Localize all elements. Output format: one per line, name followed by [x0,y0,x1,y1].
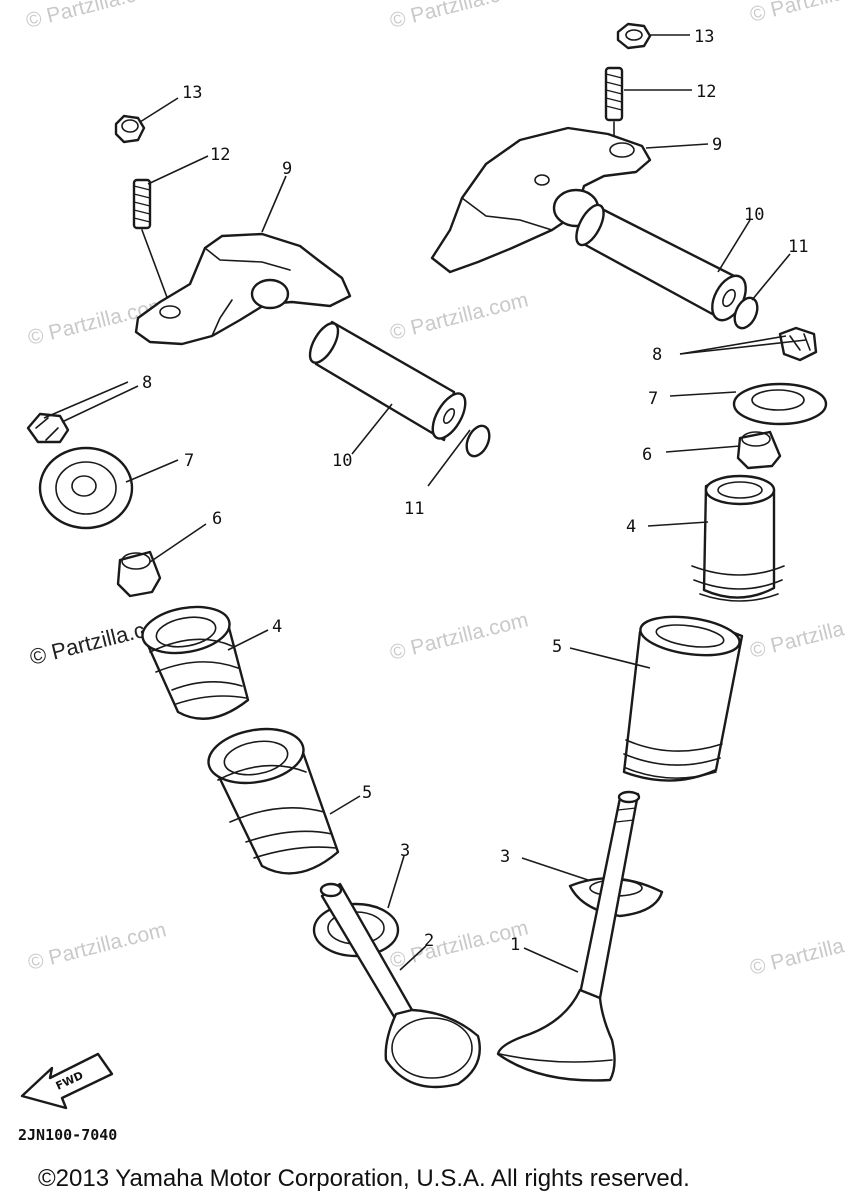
watermark-text: © Partzilla.com [24,0,167,33]
part-number-7: 7 [184,451,194,471]
watermark-text: © Partzilla.com [26,918,169,975]
inner-spring-right [691,474,785,602]
part-number-11: 11 [404,499,424,519]
watermark-text: © Partzilla.com [748,0,845,27]
stud-left [132,178,169,301]
part-number-10: 10 [332,451,352,471]
part-number-1: 1 [510,935,520,955]
shaft-right [575,203,747,322]
part-number-10: 10 [744,205,764,225]
valve-stem-seal-right [736,430,782,470]
part-number-5: 5 [362,783,372,803]
valve-cotter-right [778,326,818,362]
part-number-12: 12 [210,145,230,165]
valve-right [496,790,641,1082]
part-number-13: 13 [182,83,202,103]
leader-lines [43,34,807,973]
valve-stem-seal-left [116,550,162,598]
watermark-text: © Partzilla.com [388,288,531,345]
part-number-8: 8 [142,373,152,393]
forward-arrow-icon: FWD [20,1052,114,1110]
part-number-6: 6 [212,509,222,529]
watermark-text: © Partzilla.com [388,608,531,665]
rocker-arm-left [134,232,352,346]
o-ring-left [465,424,491,458]
part-number-8: 8 [652,345,662,365]
nut-left [114,114,146,144]
part-number-9: 9 [712,135,722,155]
watermark-text: © Partzilla.com [748,606,845,663]
part-number-5: 5 [552,637,562,657]
diagram-part-code: 2JN100-7040 [18,1126,117,1144]
part-number-9: 9 [282,159,292,179]
inner-spring-left [140,605,250,720]
part-number-13: 13 [694,27,714,47]
part-number-4: 4 [272,617,282,637]
watermark-text: © Partzilla.com [748,923,845,980]
part-number-12: 12 [696,82,716,102]
nut-right [616,22,652,50]
shaft-left [308,320,467,442]
valve-cotter-left [26,412,70,444]
spring-retainer-right [732,382,828,426]
rocker-arm-right [430,126,652,274]
outer-spring-right [622,615,744,782]
part-number-11: 11 [788,237,808,257]
valve-left [319,882,481,1089]
stud-right [604,66,624,141]
watermark-text: © Partzilla.com [388,0,531,33]
spring-retainer-left [38,446,134,530]
part-number-3: 3 [400,841,410,861]
part-number-7: 7 [648,389,658,409]
part-numbers: 13 12 9 10 11 8 7 6 4 5 3 2 13 12 9 10 1… [142,27,808,955]
part-number-6: 6 [642,445,652,465]
part-number-4: 4 [626,517,636,537]
part-number-3: 3 [500,847,510,867]
copyright-footer: ©2013 Yamaha Motor Corporation, U.S.A. A… [38,1165,690,1192]
part-number-2: 2 [424,931,434,951]
outer-spring-left [207,727,340,875]
